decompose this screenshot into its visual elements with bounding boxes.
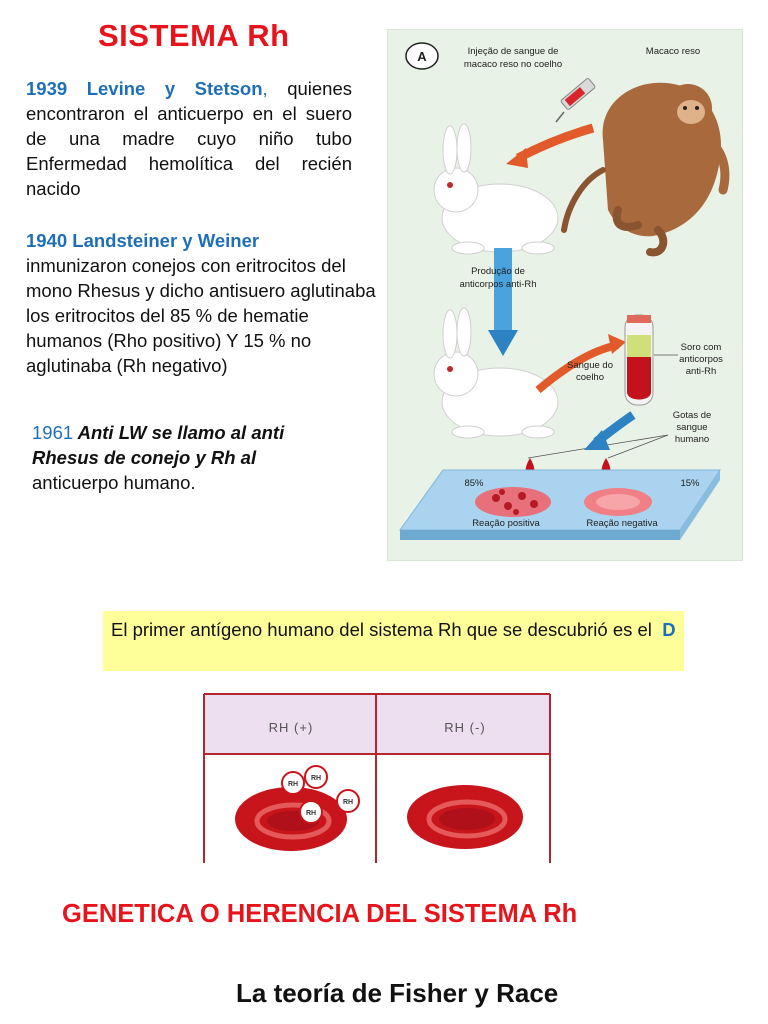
antigen-d-letter: D — [662, 619, 676, 640]
antigen-label-2: RH — [311, 775, 321, 782]
year-1961: 1961 — [32, 422, 74, 443]
label-serum-3: anti-Rh — [686, 366, 717, 377]
monkey-illustration — [561, 82, 730, 257]
panel-letter: A — [417, 49, 427, 64]
highlight-1939: 1939 Levine y Stetson — [26, 78, 263, 99]
label-injection-1: Injeção de sangue de — [468, 46, 559, 57]
highlight-box-antigen-d: El primer antígeno humano del sistema Rh… — [103, 611, 684, 671]
italic-1961: Anti LW se llamo al anti Rhesus de conej… — [32, 422, 285, 468]
rh-experiment-diagram: A Injeção de sangue de macaco reso no co… — [387, 29, 743, 561]
label-monkey: Macaco reso — [646, 46, 700, 57]
antigen-label-3: RH — [306, 810, 316, 817]
label-production-2: anticorpos anti-Rh — [459, 279, 536, 290]
paragraph-1961: 1961 Anti LW se llamo al anti Rhesus de … — [32, 420, 352, 495]
comma-1939: , — [262, 78, 268, 99]
label-pct-right: 15% — [680, 478, 700, 489]
antigen-label-1: RH — [288, 781, 298, 788]
label-serum-1: Soro com — [681, 342, 722, 353]
text-1939: quienes encontraron el anticuerpo en el … — [26, 78, 352, 199]
label-drops-2: sangue — [676, 422, 707, 433]
paragraph-1940: 1940 Landsteiner y Weiner inmunizaron co… — [26, 228, 382, 378]
rh-negative-header: RH (-) — [444, 720, 485, 735]
rbc-rh-negative — [407, 785, 523, 849]
rh-comparison-table: RH (+) RH (-) RH RH RH RH — [203, 693, 551, 863]
label-drops-3: humano — [675, 434, 709, 445]
highlight-1940: 1940 Landsteiner y Weiner — [26, 230, 260, 251]
glass-slide-illustration — [399, 469, 721, 540]
antigen-label-4: RH — [343, 799, 353, 806]
label-production-1: Produção de — [471, 266, 525, 277]
label-rabbit-blood-2: coelho — [576, 372, 604, 383]
label-injection-2: macaco reso no coelho — [464, 59, 562, 70]
rabbit-illustration-bottom — [433, 307, 559, 439]
panel-letter-badge: A — [405, 42, 439, 70]
rbc-rh-positive — [235, 787, 347, 851]
syringe-illustration — [555, 78, 596, 123]
genetica-heading: GENETICA O HERENCIA DEL SISTEMA Rh — [62, 900, 578, 928]
test-tube-illustration — [624, 314, 654, 406]
rh-positive-header: RH (+) — [269, 720, 314, 735]
page-title: SISTEMA Rh — [98, 18, 290, 53]
text-1961: anticuerpo humano. — [32, 472, 196, 493]
antigen-d-text: El primer antígeno humano del sistema Rh… — [111, 619, 652, 640]
label-serum-2: anticorpos — [679, 354, 723, 365]
fisher-race-heading: La teoría de Fisher y Race — [236, 978, 559, 1008]
text-1940: inmunizaron conejos con eritrocitos del … — [26, 255, 376, 376]
label-rabbit-blood-1: Sangue do — [567, 360, 613, 371]
label-pct-left: 85% — [464, 478, 484, 489]
label-drops-1: Gotas de — [673, 410, 712, 421]
paragraph-1939: 1939 Levine y Stetson, quienes encontrar… — [26, 76, 352, 201]
label-negative-reaction: Reação negativa — [586, 518, 658, 529]
label-positive-reaction: Reação positiva — [472, 518, 540, 529]
